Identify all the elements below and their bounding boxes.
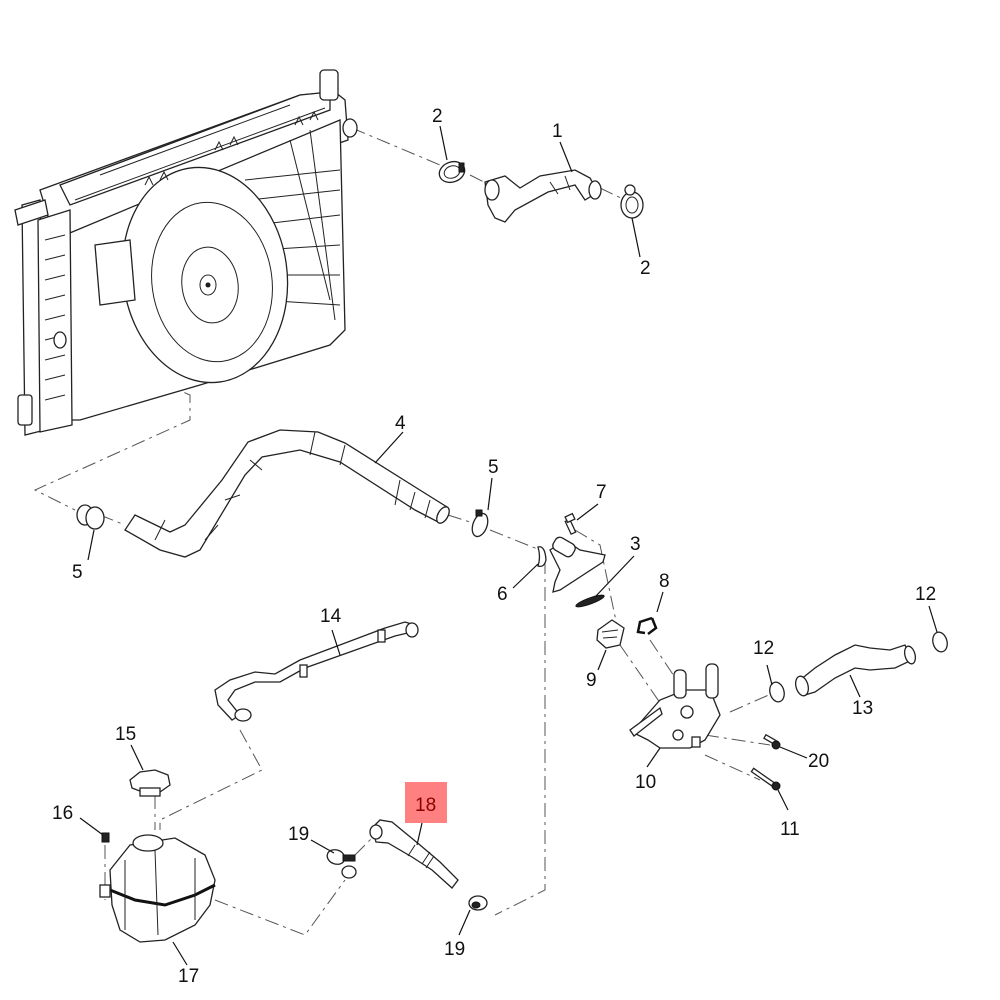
callout-3[interactable]: 3	[630, 534, 641, 555]
part-9-thermostat[interactable]	[596, 619, 625, 649]
part-2-clamp-right[interactable]	[620, 184, 644, 219]
callout-19[interactable]: 19	[444, 939, 465, 960]
part-14-vent-pipe[interactable]	[214, 621, 419, 722]
callout-2[interactable]: 2	[432, 106, 443, 127]
thermostat-housing	[549, 536, 606, 593]
callout-2[interactable]: 2	[640, 258, 651, 279]
part-12-seal-right[interactable]	[931, 631, 950, 654]
callout-14[interactable]: 14	[320, 606, 342, 627]
callout-9[interactable]: 9	[586, 670, 597, 691]
callout-13[interactable]: 13	[852, 698, 873, 719]
part-15-cap[interactable]	[129, 769, 171, 797]
part-18-surge-tank-outlet-hose[interactable]	[369, 819, 459, 889]
callout-17[interactable]: 17	[178, 966, 199, 987]
leader-lines	[79, 125, 938, 966]
part-5-clamp-left[interactable]	[76, 504, 105, 530]
callout-labels: 2 1 2 4 5 5 6 7 3 8 9 10 11 20 12 12 13 …	[52, 106, 936, 987]
callout-8[interactable]: 8	[659, 571, 670, 592]
part-20-bolt[interactable]	[763, 733, 781, 750]
callout-7[interactable]: 7	[596, 482, 607, 503]
assembly-lines	[33, 127, 901, 936]
part-2-clamp-left[interactable]	[436, 158, 467, 186]
callout-5[interactable]: 5	[488, 457, 499, 478]
callout-12[interactable]: 12	[753, 638, 774, 659]
callout-19[interactable]: 19	[288, 824, 309, 845]
part-4-radiator-outlet-hose[interactable]	[124, 429, 452, 558]
part-13-coolant-pipe[interactable]	[794, 644, 918, 697]
part-1-radiator-inlet-hose[interactable]	[484, 169, 602, 223]
part-8-clip[interactable]	[636, 616, 658, 635]
part-16-sensor[interactable]	[101, 832, 110, 843]
callout-20[interactable]: 20	[808, 751, 829, 772]
callout-1[interactable]: 1	[552, 121, 563, 142]
radiator-fan-assembly	[14, 69, 358, 436]
callout-12[interactable]: 12	[915, 584, 936, 605]
part-10-water-outlet-housing[interactable]	[629, 663, 721, 749]
part-5-clamp-right[interactable]	[469, 509, 490, 539]
callout-18[interactable]: 18	[415, 795, 436, 816]
part-3-gasket[interactable]	[575, 593, 605, 609]
callout-16[interactable]: 16	[52, 803, 73, 824]
part-6-seal[interactable]	[537, 546, 547, 568]
callout-10[interactable]: 10	[635, 772, 656, 793]
callout-18-highlighted[interactable]: 18	[405, 782, 447, 823]
part-17-surge-tank[interactable]	[99, 834, 216, 943]
part-7-bolt[interactable]	[564, 512, 577, 536]
part-19-clamp-left[interactable]	[325, 847, 357, 879]
callout-15[interactable]: 15	[115, 724, 136, 745]
callout-4[interactable]: 4	[395, 413, 406, 434]
part-11-bolt[interactable]	[750, 767, 781, 791]
callout-5[interactable]: 5	[72, 562, 83, 583]
part-19-clamp-right[interactable]	[468, 895, 488, 911]
callout-6[interactable]: 6	[497, 584, 508, 605]
callout-11[interactable]: 11	[780, 819, 800, 840]
part-12-seal-left[interactable]	[768, 681, 787, 704]
highlight-box	[405, 782, 447, 823]
